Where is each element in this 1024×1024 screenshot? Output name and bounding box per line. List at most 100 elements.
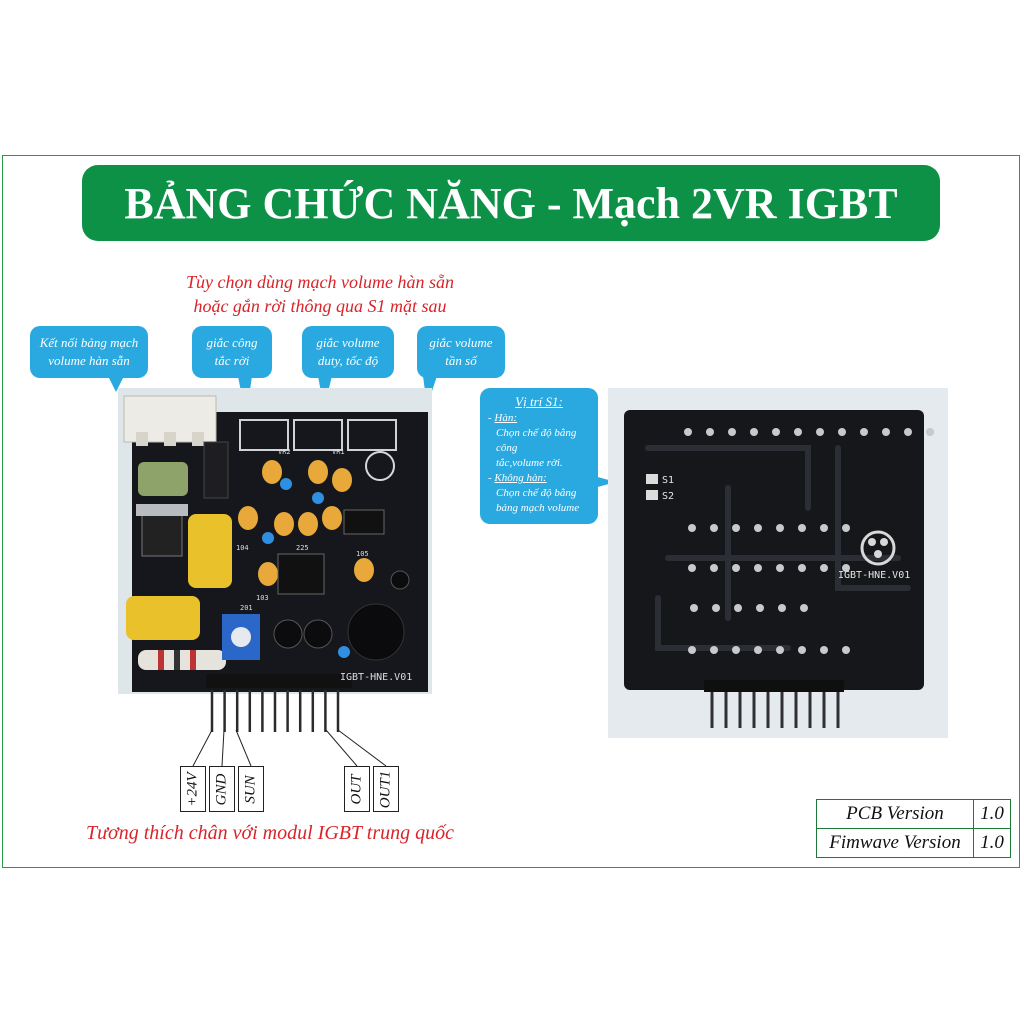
pcb-through-hole xyxy=(754,646,762,654)
bubble-freq-line2: tần số xyxy=(445,353,477,368)
version-value-firmware: 1.0 xyxy=(973,828,1011,858)
pcb-back-s1: S1 xyxy=(662,475,674,486)
pcb-through-hole xyxy=(794,428,802,436)
pcb-front-r5: 103 xyxy=(256,594,269,602)
pcb-through-hole xyxy=(684,428,692,436)
pcb-through-hole xyxy=(926,428,934,436)
option-note: Tùy chọn dùng mạch volume hàn sẵn hoặc g… xyxy=(100,270,540,318)
pcb-through-hole xyxy=(772,428,780,436)
pin-label-out1: OUT1 xyxy=(373,766,399,812)
s1-han-text2: tắc,volume rời. xyxy=(496,457,563,469)
pcb-through-hole xyxy=(860,428,868,436)
pcb-front-r4: 201 xyxy=(240,604,253,612)
version-row-pcb: PCB Version 1.0 xyxy=(816,799,1011,829)
pcb-front-vr2: VR2 xyxy=(278,448,291,456)
version-label-firmware: Fimwave Version xyxy=(816,828,974,858)
s1-khong-han-row: - Không hàn: xyxy=(488,472,547,484)
bubble-s1-position: Vị trí S1: - Hàn: Chọn chế độ bằng công … xyxy=(480,388,616,524)
pcb-front-vr1: VR1 xyxy=(332,448,345,456)
pcb-through-hole xyxy=(800,604,808,612)
pin-out1-text: OUT1 xyxy=(377,770,394,808)
pcb-through-hole xyxy=(776,564,784,572)
bubble-connect-board: Kết nối bảng mạch volume hàn sẵn xyxy=(30,326,148,392)
pcb-through-hole xyxy=(750,428,758,436)
option-note-line1: Tùy chọn dùng mạch volume hàn sẵn xyxy=(186,272,454,292)
s1-han-label: Hàn: xyxy=(494,412,518,424)
pin-label-sun: SUN xyxy=(238,766,264,812)
bubble-connect-line1: Kết nối bảng mạch xyxy=(39,335,139,350)
pin-label-out: OUT xyxy=(344,766,370,812)
compatibility-note: Tương thích chân với modul IGBT trung qu… xyxy=(86,822,454,844)
pcb-through-hole xyxy=(838,428,846,436)
s1-khong-han-text1: Chọn chế độ bằng xyxy=(496,487,577,499)
pcb-through-hole xyxy=(734,604,742,612)
pcb-through-hole xyxy=(710,646,718,654)
pcb-through-hole xyxy=(754,564,762,572)
s1-khong-han-text2: bảng mạch volume xyxy=(496,502,580,514)
pcb-through-hole xyxy=(842,564,850,572)
version-value-pcb: 1.0 xyxy=(973,799,1011,829)
pcb-through-hole xyxy=(712,604,720,612)
title-banner: BẢNG CHỨC NĂNG - Mạch 2VR IGBT xyxy=(82,165,940,241)
bubble-freq-jack: giắc volume tần số xyxy=(417,326,505,406)
pcb-through-hole xyxy=(816,428,824,436)
pin-sun-text: SUN xyxy=(242,774,259,804)
pcb-through-hole xyxy=(776,524,784,532)
pcb-through-hole xyxy=(688,646,696,654)
content-frame xyxy=(2,155,1020,868)
pcb-through-hole xyxy=(798,646,806,654)
pcb-through-hole xyxy=(842,646,850,654)
pcb-front-r2: 225 xyxy=(296,544,309,552)
pin-label-gnd: GND xyxy=(209,766,235,812)
version-label-pcb: PCB Version xyxy=(816,799,974,829)
pcb-through-hole xyxy=(798,524,806,532)
pcb-through-hole xyxy=(732,524,740,532)
pcb-through-hole xyxy=(706,428,714,436)
pcb-through-hole xyxy=(820,524,828,532)
pcb-through-hole xyxy=(904,428,912,436)
pcb-through-hole xyxy=(710,524,718,532)
page-title: BẢNG CHỨC NĂNG - Mạch 2VR IGBT xyxy=(124,178,898,228)
pcb-through-hole xyxy=(778,604,786,612)
bubble-switch-jack: giắc công tắc rời xyxy=(192,326,272,418)
pcb-through-hole xyxy=(798,564,806,572)
pcb-through-hole xyxy=(710,564,718,572)
pcb-through-hole xyxy=(690,604,698,612)
option-note-line2: hoặc gắn rời thông qua S1 mặt sau xyxy=(193,296,447,316)
bubble-connect-line2: volume hàn sẵn xyxy=(48,353,130,368)
s1-han-text1: Chọn chế độ bằng công xyxy=(496,427,577,454)
bubble-switch-line1: giắc công xyxy=(206,335,258,350)
pcb-back-model: IGBT-HNE.V01 xyxy=(838,570,910,581)
bubble-freq-line1: giắc volume xyxy=(429,335,493,350)
pcb-through-hole xyxy=(732,646,740,654)
pcb-through-hole xyxy=(688,564,696,572)
pcb-through-hole xyxy=(732,564,740,572)
pin-out-text: OUT xyxy=(348,773,365,805)
pcb-front-photo: IGBT-HNE.V01 VR2 VR1 104 225 105 201 103 xyxy=(118,388,432,694)
pin-gnd-text: GND xyxy=(213,773,230,805)
pcb-through-hole xyxy=(776,646,784,654)
pin-label-24v: +24V xyxy=(180,766,206,812)
pcb-through-hole xyxy=(688,524,696,532)
pcb-back-s2: S2 xyxy=(662,491,674,502)
pcb-through-hole xyxy=(842,524,850,532)
pcb-through-hole xyxy=(728,428,736,436)
s1-title: Vị trí S1: xyxy=(515,394,563,409)
pcb-through-hole xyxy=(756,604,764,612)
pcb-front-r1: 104 xyxy=(236,544,249,552)
pin-24v-text: +24V xyxy=(184,771,201,807)
pcb-front-r3: 105 xyxy=(356,550,369,558)
bubble-duty-line1: giắc volume xyxy=(316,335,380,350)
bubble-duty-line2: duty, tốc độ xyxy=(317,353,379,368)
version-row-firmware: Fimwave Version 1.0 xyxy=(816,828,1011,858)
pcb-back-photo: S1 S2 IGBT-HNE.V01 xyxy=(608,388,948,738)
pcb-through-hole xyxy=(820,646,828,654)
bubble-duty-jack: giắc volume duty, tốc độ xyxy=(302,326,394,408)
s1-han-row: - Hàn: xyxy=(488,412,518,424)
s1-khong-han-label: Không hàn: xyxy=(494,472,547,484)
version-table: PCB Version 1.0 Fimwave Version 1.0 xyxy=(816,799,1011,858)
pcb-through-hole xyxy=(754,524,762,532)
pcb-through-hole xyxy=(820,564,828,572)
pcb-through-hole xyxy=(882,428,890,436)
bubble-switch-line2: tắc rời xyxy=(214,353,250,368)
